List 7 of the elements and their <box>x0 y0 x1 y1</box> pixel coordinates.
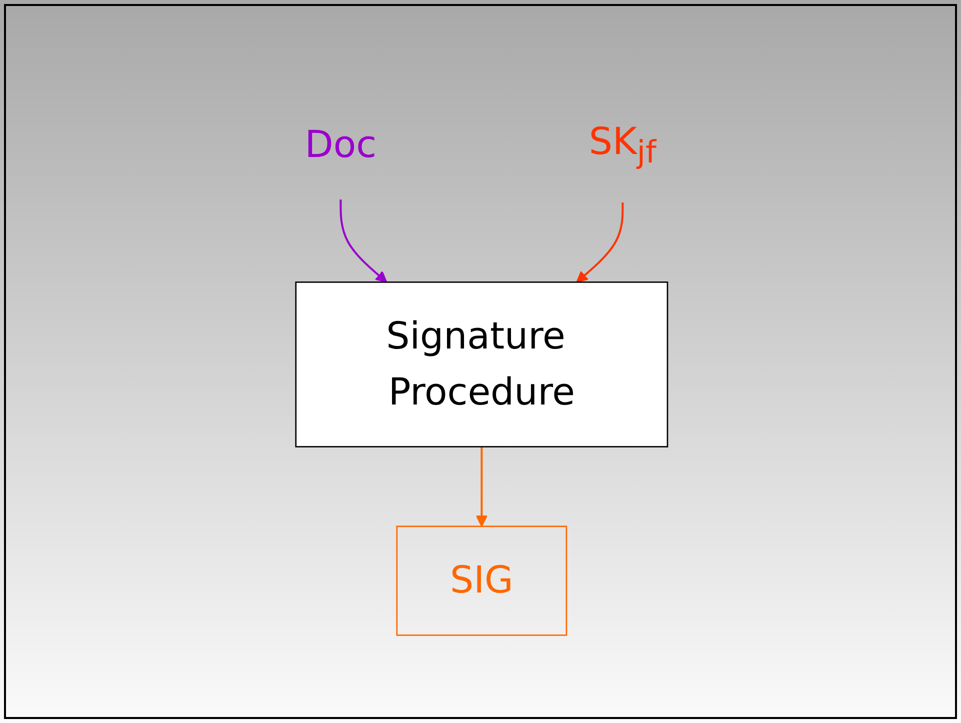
output-box: SIG <box>396 526 567 636</box>
arrow <box>476 446 488 527</box>
input-label: Doc <box>304 122 376 166</box>
arrow <box>340 200 388 283</box>
arrow <box>576 202 624 283</box>
process-box: Signature Procedure <box>295 282 668 448</box>
key-label: SK$_{jf}$ <box>588 120 656 171</box>
